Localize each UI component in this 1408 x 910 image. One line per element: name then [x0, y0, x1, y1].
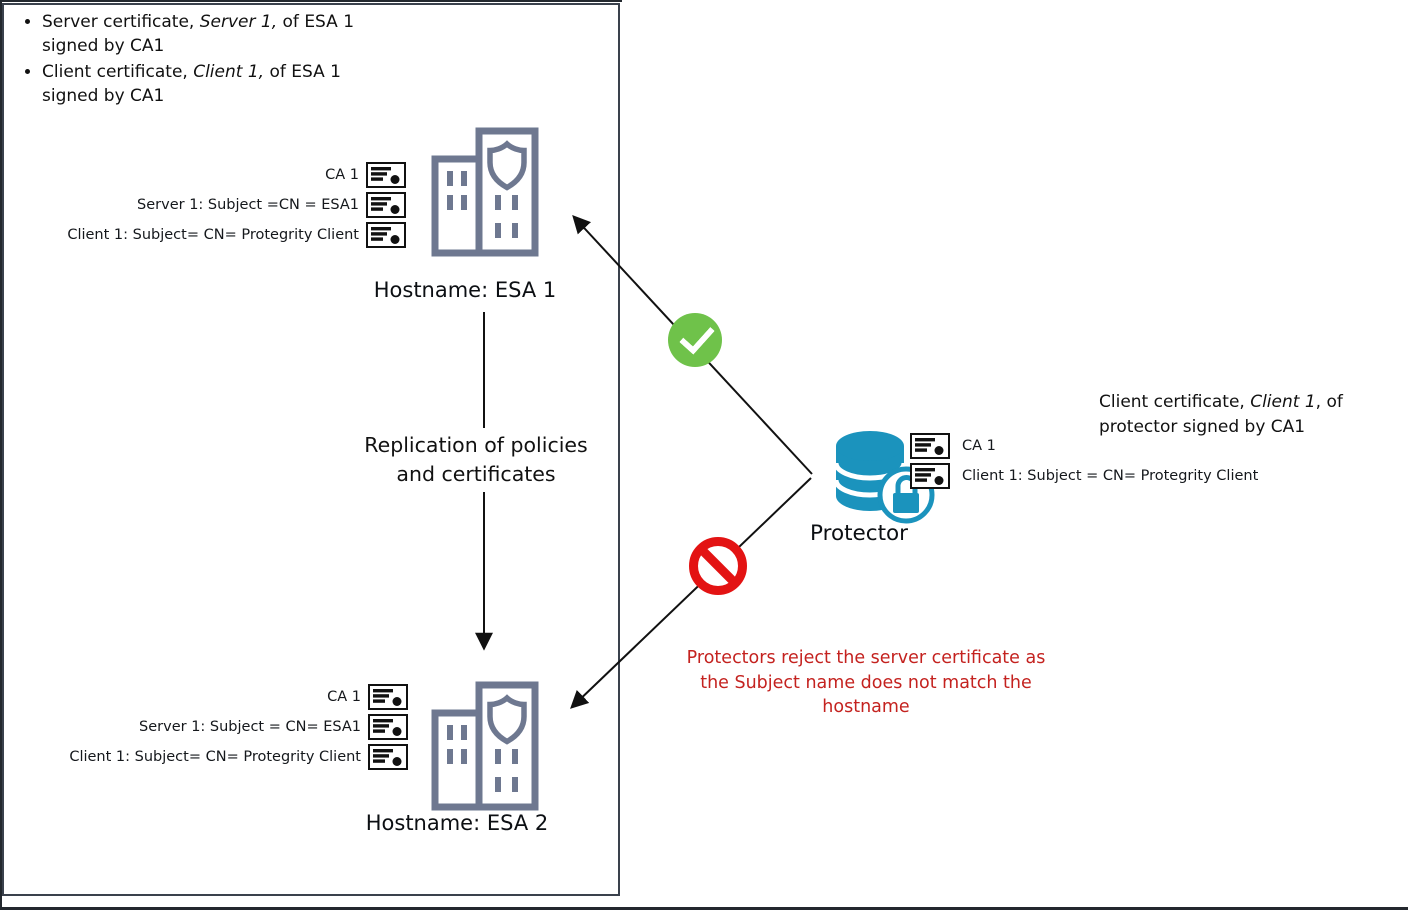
protector-certificate-note: Client certificate, Client 1, of protect… [1099, 392, 1343, 437]
rejection-note: Protectors reject the server certificate… [686, 648, 1046, 717]
note-line: signed by CA1 [42, 36, 165, 56]
certificate-icon [368, 684, 408, 710]
shield-icon [487, 140, 527, 191]
cert-label: Server 1: Subject =CN = ESA1 [137, 197, 359, 213]
cert-label: CA 1 [325, 167, 359, 183]
cert-row-ca1: CA 1 [325, 162, 406, 188]
hostname-esa1-label: Hostname: ESA 1 [373, 278, 557, 302]
cert-row-server1: Server 1: Subject = CN= ESA1 [139, 714, 408, 740]
cert-label: Client 1: Subject= CN= Protegrity Client [67, 227, 359, 243]
protector-cert-list: CA 1 Client 1: Subject = CN= Protegrity … [910, 433, 1258, 489]
protector-label: Protector [810, 521, 909, 546]
note-client-certificate: Client certificate, Client 1, of ESA 1 s… [42, 60, 456, 108]
note-line: Client certificate, Client 1, of ESA 1 [42, 62, 341, 82]
esa2-cert-list: CA 1 Server 1: Subject = CN= ESA1 Client… [8, 684, 408, 770]
certificate-icon [366, 162, 406, 188]
replication-label: Replication of policies and certificates [345, 428, 607, 492]
note-line: Server certificate, Server 1, of ESA 1 [42, 12, 355, 32]
cert-label: CA 1 [962, 438, 996, 454]
certificate-icon [910, 433, 950, 459]
cert-row-client1: Client 1: Subject = CN= Protegrity Clien… [910, 463, 1258, 489]
shield-icon [487, 694, 527, 745]
outer-frame-left [0, 0, 2, 910]
cert-row-server1: Server 1: Subject =CN = ESA1 [137, 192, 406, 218]
esa1-cert-list: CA 1 Server 1: Subject =CN = ESA1 Client… [8, 162, 406, 248]
certificate-icon [910, 463, 950, 489]
cert-label: Client 1: Subject = CN= Protegrity Clien… [962, 468, 1259, 484]
cert-row-client1: Client 1: Subject= CN= Protegrity Client [69, 744, 408, 770]
checkmark-icon [668, 313, 722, 367]
prohibition-icon [689, 537, 747, 595]
outer-frame-top [0, 0, 622, 2]
certificate-icon [366, 192, 406, 218]
note-line: signed by CA1 [42, 86, 165, 106]
building-icon-esa1 [431, 127, 539, 257]
cert-row-ca1: CA 1 [910, 433, 996, 459]
cert-label: CA 1 [327, 689, 361, 705]
cert-label: Server 1: Subject = CN= ESA1 [139, 719, 361, 735]
cert-row-ca1: CA 1 [327, 684, 408, 710]
certificate-icon [368, 744, 408, 770]
cert-label: Client 1: Subject= CN= Protegrity Client [69, 749, 361, 765]
certificate-notes-list: Server certificate, Server 1, of ESA 1 s… [6, 6, 456, 110]
building-icon-esa2 [431, 681, 539, 811]
cert-row-client1: Client 1: Subject= CN= Protegrity Client [67, 222, 406, 248]
note-server-certificate: Server certificate, Server 1, of ESA 1 s… [42, 10, 456, 58]
outer-frame-bottom [0, 907, 1408, 910]
certificate-icon [366, 222, 406, 248]
certificate-icon [368, 714, 408, 740]
hostname-esa2-label: Hostname: ESA 2 [365, 811, 549, 835]
